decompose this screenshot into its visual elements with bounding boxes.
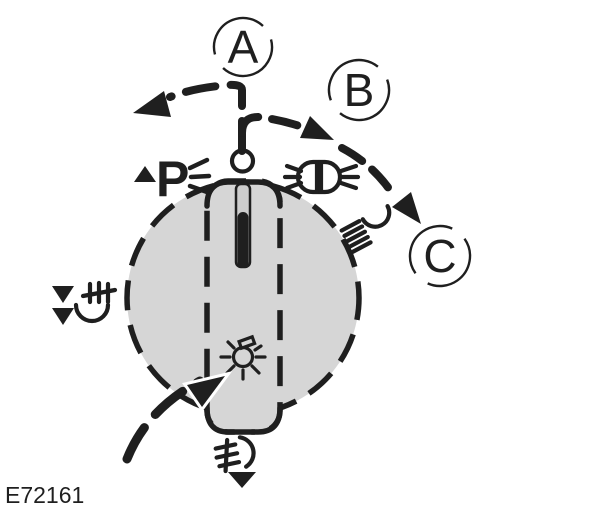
down-triangle-icon	[52, 286, 74, 303]
rotate-left-arrow	[133, 80, 246, 155]
knob-grip-bottom-edge	[204, 405, 283, 435]
callout-circle	[327, 58, 391, 122]
rotate-to-c-arrow	[338, 144, 421, 224]
arrowhead	[182, 371, 233, 413]
callout-circle	[408, 224, 472, 288]
pull-front-fog-icon	[213, 435, 256, 488]
callout-c: C	[408, 224, 472, 288]
parking-lamps-icon: P	[134, 151, 212, 207]
front-fog-lamps-icon	[339, 204, 392, 254]
rotate-right-arrow	[238, 112, 334, 140]
figure-code: E72161	[5, 482, 84, 508]
callout-a-label: A	[228, 21, 259, 73]
up-triangle-icon	[134, 166, 156, 182]
callout-c-label: C	[423, 230, 456, 282]
panel-bulb-icon	[219, 334, 267, 381]
knob-grip-top-edge	[204, 179, 283, 209]
arrowhead	[392, 192, 421, 224]
knob-pointer-arrow	[122, 371, 233, 464]
indicator-pointer	[237, 212, 249, 268]
parking-lamp-letter: P	[156, 151, 189, 207]
arrowhead	[300, 116, 334, 140]
arrowhead	[133, 91, 171, 117]
headlamps-icon	[282, 159, 361, 195]
rear-fog-lamps-icon	[52, 280, 118, 325]
rotary-knob	[124, 178, 362, 435]
down-triangle-icon	[228, 472, 256, 488]
callout-b: B	[327, 58, 391, 122]
callout-b-label: B	[344, 64, 375, 116]
down-triangle-icon	[52, 308, 74, 325]
